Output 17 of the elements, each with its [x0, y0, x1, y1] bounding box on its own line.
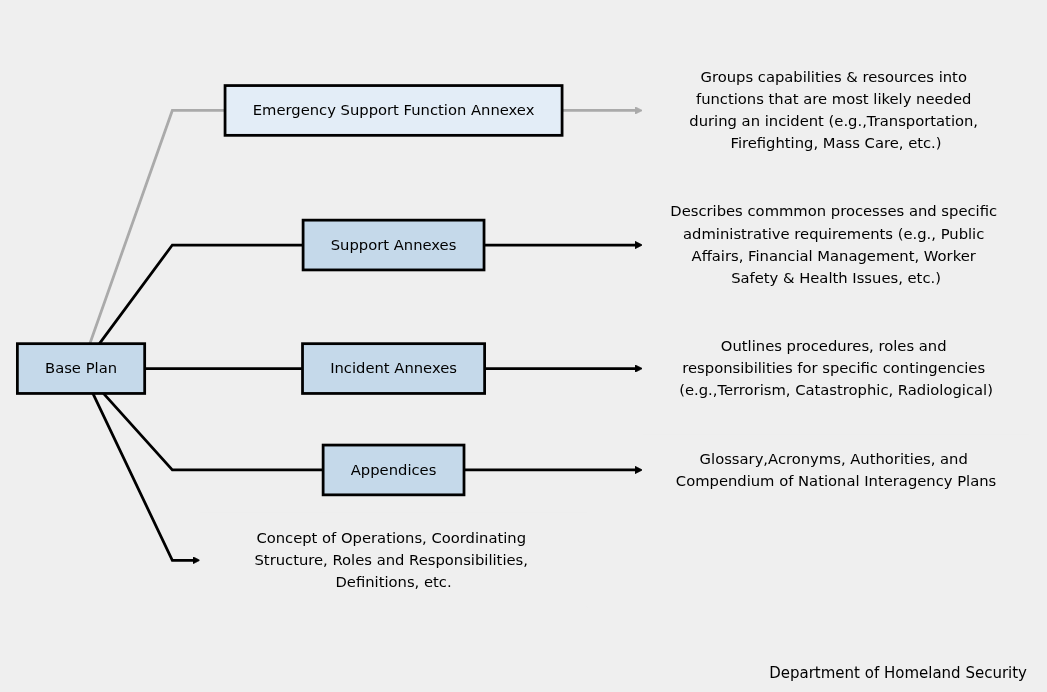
- arrow: [562, 106, 643, 115]
- arrow: [484, 364, 643, 373]
- connector: [144, 367, 303, 371]
- node-box: Incident Annexes: [301, 342, 486, 395]
- node-text: Outlines procedures, roles and responsibilities for specific contingencies (e.g.,Terrorism, Catastrophic, Radiological): [679, 337, 993, 400]
- node-text: Concept of Operations, Coordinating Structure, Roles and Responsibilities, Definitions, etc.: [254, 529, 528, 591]
- arrow: [484, 241, 643, 250]
- node-box: Emergency Support Function Annexex: [223, 84, 564, 137]
- source-note: Department of Homeland Security: [768, 664, 1027, 682]
- node-text: Groups capabilities & resources into functions that are most likely needed during an incident (e.g.,Transportation, Firefighting, Mass Care, etc.): [689, 68, 979, 153]
- node-box: Base Plan: [16, 342, 147, 395]
- arrow: [91, 393, 201, 565]
- arrow: [464, 466, 643, 475]
- node-text: Glossary,Acronyms, Authorities, and Compendium of National Interagency Plans: [675, 449, 997, 490]
- node-box: Appendices: [321, 443, 466, 497]
- node-box: Support Annexes: [301, 218, 486, 272]
- node-text: Describes commmon processes and specific administrative requirements (e.g., Public Affairs, Financial Management, Worker Safety & Health Issues, etc.): [670, 202, 998, 287]
